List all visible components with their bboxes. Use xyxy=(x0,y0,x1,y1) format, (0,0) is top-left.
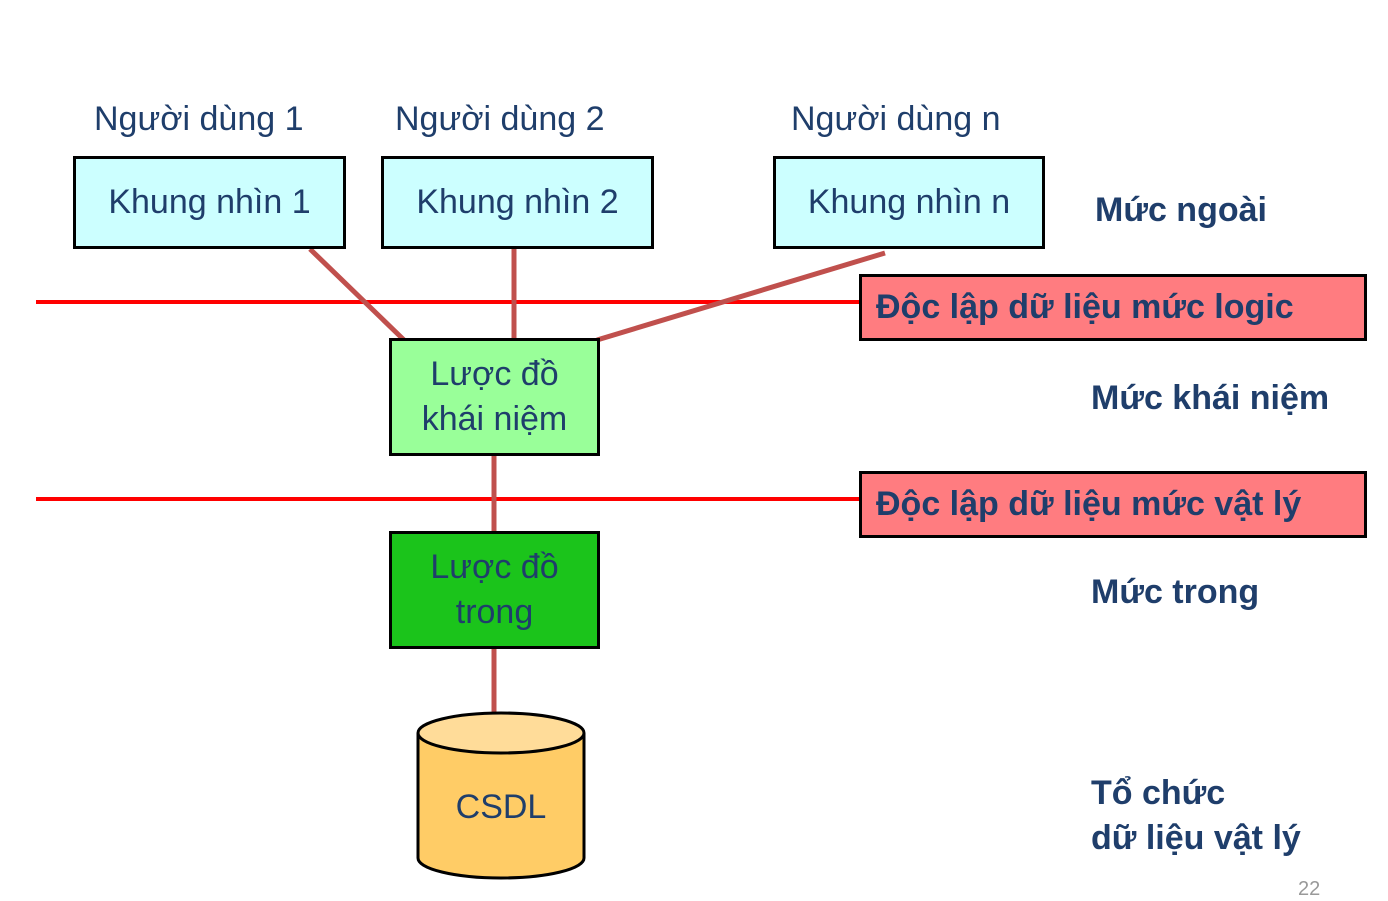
database-cylinder-icon xyxy=(416,711,586,880)
connector-view1-concept xyxy=(308,247,406,342)
level-physical-label-line2: dữ liệu vật lý xyxy=(1091,819,1301,857)
internal-schema-line1: Lược đồ xyxy=(430,548,559,587)
database-label: CSDL xyxy=(455,788,547,826)
level-external-label: Mức ngoài xyxy=(1095,191,1267,229)
user-label-1: Người dùng 1 xyxy=(94,100,304,138)
conceptual-schema-line1: Lược đồ xyxy=(430,355,559,394)
user-label-n: Người dùng n xyxy=(791,100,1001,138)
conceptual-schema-line2: khái niệm xyxy=(421,400,568,438)
physical-independence-label: Độc lập dữ liệu mức vật lý xyxy=(876,485,1302,524)
view-box-1: Khung nhìn 1 xyxy=(73,156,346,249)
level-conceptual-label: Mức khái niệm xyxy=(1091,379,1330,417)
view-label-1: Khung nhìn 1 xyxy=(108,183,311,222)
logical-independence-box: Độc lập dữ liệu mức logic xyxy=(859,274,1367,341)
internal-schema-box: Lược đồ trong xyxy=(389,531,600,649)
page-number: 22 xyxy=(1298,878,1321,900)
connector-viewn-concept xyxy=(596,250,886,343)
internal-schema-line2: trong xyxy=(455,593,534,631)
view-box-n: Khung nhìn n xyxy=(773,156,1045,249)
physical-independence-box: Độc lập dữ liệu mức vật lý xyxy=(859,471,1367,538)
conceptual-schema-box: Lược đồ khái niệm xyxy=(389,338,600,456)
view-box-2: Khung nhìn 2 xyxy=(381,156,654,249)
user-label-2: Người dùng 2 xyxy=(395,100,605,138)
view-label-n: Khung nhìn n xyxy=(807,183,1011,222)
logical-independence-label: Độc lập dữ liệu mức logic xyxy=(876,288,1294,327)
level-internal-label: Mức trong xyxy=(1091,573,1260,611)
view-label-2: Khung nhìn 2 xyxy=(416,183,619,222)
level-physical-label-line1: Tổ chức xyxy=(1091,774,1226,812)
